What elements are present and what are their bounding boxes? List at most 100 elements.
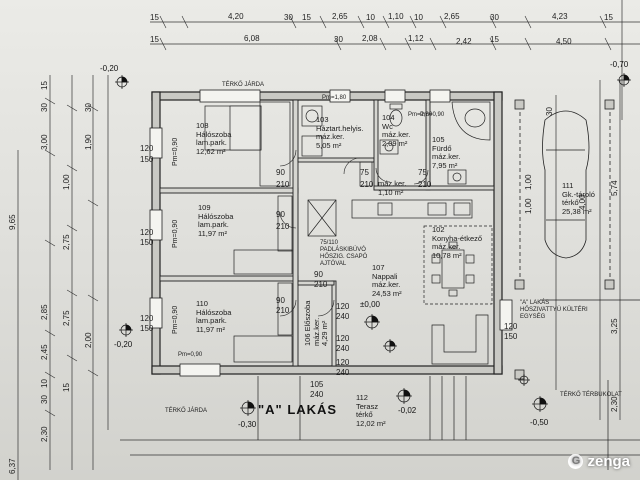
room-112: 112 Terasz térkő 12,02 m² [356,393,386,428]
room-number: 105 [432,135,445,144]
right-dim: 5,74 [610,180,619,196]
left-small-dim: 1,90 [84,134,93,150]
wall-dim: 210 [418,180,432,189]
right-small-dim: 1,00 [524,174,533,190]
top-dim: 10 [366,13,375,22]
wall-dim: 150 [140,324,154,333]
room-number: 109 [198,203,211,212]
room-area: 7,95 m² [432,160,458,170]
room-111: 111 Gk.-tároló térkő 25,38 m² [562,181,595,216]
top-dim: 15 [302,13,311,22]
room-name: máz.ker. [378,179,407,188]
room-name: Wc [382,121,393,131]
room-area: 4,29 m² [320,320,329,346]
wall-dim: 210 [314,280,328,289]
level-marker: -0,70 [610,60,629,69]
left-small-dim: 15 [40,81,49,90]
wall-dim: 210 [276,306,290,315]
level-marker: -0,02 [398,406,417,415]
top-dim: 1,10 [388,12,404,21]
room-floor: lam.park. [198,220,229,229]
top-dim: 2,08 [362,34,378,43]
room-floor: lam.park. [196,316,227,325]
door-label: Pm=0,90 [172,305,179,334]
room-name: Háztart.helyis. [316,123,364,133]
left-small-dim: 30 [40,395,49,404]
door-label: Pm=0,90 [172,219,179,248]
brand-logo-icon: G [568,454,584,469]
room-name: Konyha-étkező [432,233,483,243]
room-area: 5,05 m² [316,140,342,150]
room-101: máz.ker. 1,10 m² [378,179,407,197]
top-dim: 1,12 [408,34,424,43]
wall-dim: 120 [140,228,154,237]
left-dim: 2,00 [84,332,93,348]
room-name: Nappali [372,271,398,281]
room-105: 105 Fürdő máz.ker. 7,95 m² [432,135,461,170]
top-dim: 30 [334,35,343,44]
left-small-dim: 10 [40,379,49,388]
sidewalk-label-bottom: TÉRKŐ JÁRDA [165,408,208,414]
room-name: Terasz [356,401,379,411]
room-floor: máz.ker. [432,152,461,161]
level-marker: -0,30 [238,420,257,429]
top-dim: 2,65 [332,12,348,21]
wall-dim: 150 [140,238,154,247]
room-area: 11,97 m² [198,228,228,238]
wall-dim: 210 [276,180,290,189]
door-label: Pm=0,90 [420,112,445,118]
wall-dim: 120 [336,302,350,311]
wall-dim: 240 [336,344,350,353]
room-104: 104 Wc máz.ker. 2,09 m² [382,113,411,148]
level-marker: ±0,00 [360,300,380,309]
level-marker: -0,20 [100,64,119,73]
sidewalk-label-top: TÉRKŐ JÁRDA [222,82,265,88]
room-107: 107 Nappali máz.ker. 24,53 m² [372,263,402,298]
room-name: Hálószoba [198,211,234,221]
room-area: 1,10 m² [378,187,404,197]
wall-dim: 105 [310,380,324,389]
top-dim: 15 [490,35,499,44]
door-label: Pm=0,90 [178,352,203,358]
room-floor: térkő [356,410,373,419]
left-small-dim: 30 [40,103,49,112]
wall-dim: 90 [276,168,285,177]
right-small-dim: 30 [545,107,554,116]
heat-pump-label: "A" LAKÁS HŐSZIVATTYÚ KÜLTÉRI EGYSÉG [520,300,588,320]
room-area: 11,97 m² [196,324,226,334]
wall-dim: 90 [314,270,323,279]
room-floor: máz.ker. [372,280,401,289]
wall-dim: 150 [504,332,518,341]
room-area: 10,78 m² [432,250,462,260]
wall-dim: 90 [276,210,285,219]
room-number: 111 [562,181,574,190]
top-dim: 15 [604,13,613,22]
room-number: 104 [382,113,395,122]
paving-label: TÉRKŐ TÉRBUKOLAT [560,392,622,398]
wall-dim: 120 [336,334,350,343]
wall-dim: 120 [140,314,154,323]
left-dim: 2,75 [62,234,71,250]
room-name: Előszoba [303,300,312,332]
left-dim: 9,65 [8,214,17,230]
room-name: Hálószoba [196,129,232,139]
wall-dim: 120 [336,358,350,367]
wall-dim: 240 [310,390,324,399]
room-number: 107 [372,263,385,272]
top-dim: 6,08 [244,34,260,43]
door-label: Pm=1,80 [408,112,433,118]
right-small-dim: 1,00 [524,198,533,214]
wall-dim: 210 [360,180,374,189]
top-dim: 30 [490,13,499,22]
room-area: 25,38 m² [562,206,592,216]
level-marker: -0,50 [530,418,549,427]
brand-watermark: G zenga [568,453,630,470]
room-number: 108 [196,121,209,130]
attic-hatch-label: 75/110 PADLÁSKIBÚVÓ HŐSZIG. CSAPÓ AJTÓVA… [320,240,368,267]
room-floor: máz.ker. [316,132,345,141]
top-dim: 2,42 [456,37,472,46]
wall-dim: 120 [140,144,154,153]
room-floor: máz.ker. [382,130,411,139]
left-small-dim: 1,00 [62,174,71,190]
room-102: 102 Konyha-étkező máz.ker. 10,78 m² [432,225,483,260]
